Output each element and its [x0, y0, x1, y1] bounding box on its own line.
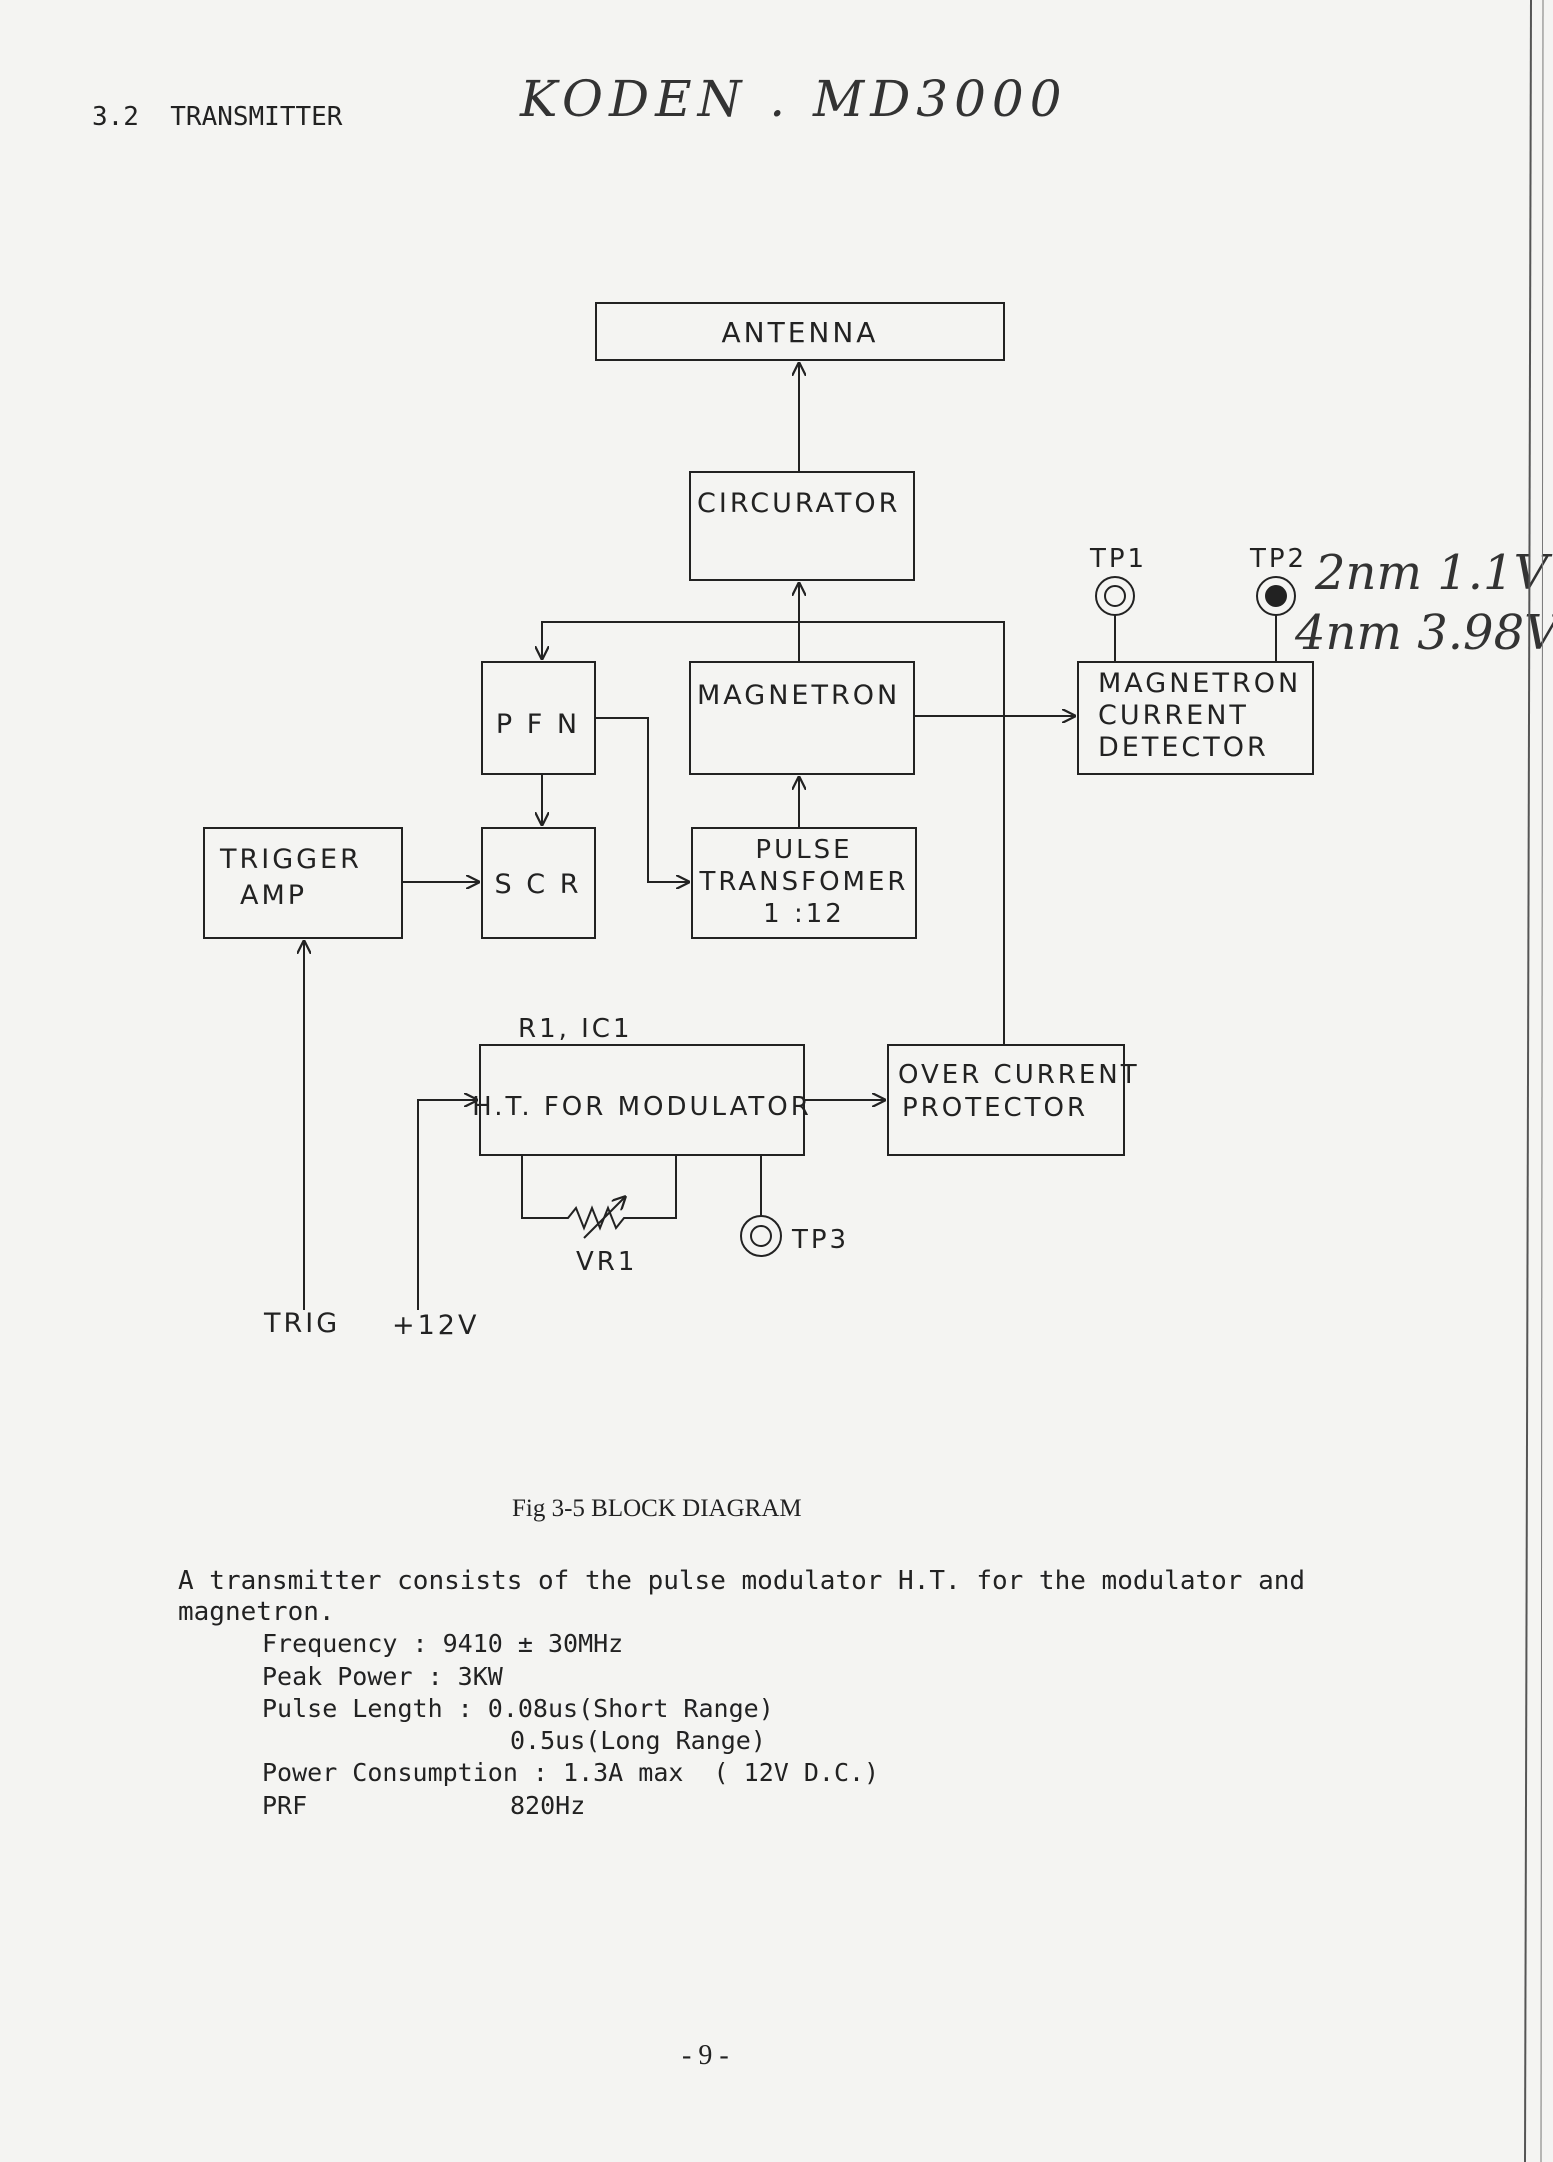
antenna-label: ANTENNA	[722, 316, 879, 349]
vr1-label: VR1	[576, 1247, 637, 1277]
tp3-terminal	[740, 1215, 782, 1257]
pulse-transformer-label-1: PULSE	[755, 835, 852, 865]
ht-modulator-label: H.T. FOR MODULATOR	[472, 1092, 812, 1122]
magnetron-label: MAGNETRON	[697, 680, 900, 711]
page-number: - 9 -	[682, 2040, 729, 2071]
spec-prf-label: PRF	[262, 1791, 308, 1820]
scr-block	[481, 827, 596, 939]
tp3-label: TP3	[791, 1225, 849, 1255]
handwritten-title: KODEN . MD3000	[520, 70, 1068, 128]
circulator-block	[689, 471, 915, 581]
trigger-amp-label-2: AMP	[240, 880, 307, 911]
magnetron-detector-label-3: DETECTOR	[1098, 732, 1269, 763]
spec-frequency: Frequency : 9410 ± 30MHz	[262, 1629, 624, 1658]
magnetron-block	[689, 661, 915, 775]
pulse-transformer-label-2: TRANSFOMER	[699, 867, 909, 897]
over-current-block	[887, 1044, 1125, 1156]
trigger-amp-label-1: TRIGGER	[219, 844, 362, 875]
magnetron-detector-label-2: CURRENT	[1098, 700, 1249, 731]
r1-ic1-label: R1, IC1	[518, 1014, 633, 1044]
tp2-label: TP2	[1249, 544, 1307, 574]
tp1-label: TP1	[1089, 544, 1147, 574]
plus12v-label: +12V	[392, 1310, 479, 1341]
circulator-label: CIRCURATOR	[697, 488, 900, 519]
figure-caption: Fig 3-5 BLOCK DIAGRAM	[512, 1495, 802, 1522]
tp2-handwritten-note-2: 4nm 3.98V	[1295, 605, 1553, 661]
intro-line-1: A transmitter consists of the pulse modu…	[178, 1566, 1306, 1596]
tp2-terminal	[1256, 576, 1296, 616]
spec-pulse-length: Pulse Length : 0.08us(Short Range)	[262, 1694, 774, 1723]
pulse-transformer-block	[691, 827, 917, 939]
magnetron-detector-label-1: MAGNETRON	[1098, 668, 1301, 699]
tp1-terminal	[1095, 576, 1135, 616]
vr1-variable-resistor	[521, 1155, 677, 1231]
spec-prf-value: 820Hz	[510, 1791, 586, 1820]
spec-pulse-length-long: 0.5us(Long Range)	[510, 1726, 766, 1755]
over-current-label-2: PROTECTOR	[902, 1093, 1088, 1123]
trig-label: TRIG	[263, 1308, 340, 1339]
antenna-block	[595, 302, 1005, 361]
pfn-label: P F N	[496, 709, 580, 740]
pulse-transformer-label-3: 1 :12	[763, 899, 845, 929]
spec-peak-power: Peak Power : 3KW	[262, 1662, 503, 1691]
spec-power-consumption: Power Consumption : 1.3A max ( 12V D.C.)	[262, 1758, 880, 1787]
scr-label: S C R	[495, 869, 582, 900]
magnetron-detector-block	[1077, 661, 1314, 775]
over-current-label-1: OVER CURRENT	[898, 1060, 1140, 1090]
section-heading: 3.2 TRANSMITTER	[92, 102, 343, 132]
intro-line-2: magnetron.	[178, 1597, 335, 1627]
binding-edge	[1524, 0, 1544, 2162]
